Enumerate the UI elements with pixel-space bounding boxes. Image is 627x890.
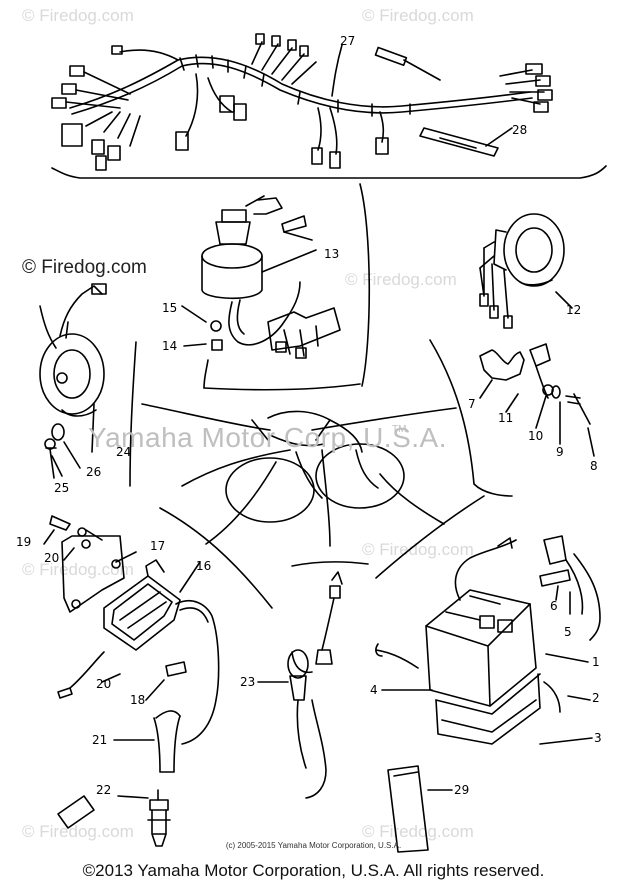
callout-1: 1 [592,655,600,669]
callout-12: 12 [566,303,581,317]
small-copyright: (c) 2005-2015 Yamaha Motor Corporation, … [225,841,402,850]
callout-8: 8 [590,459,598,473]
callout-26: 26 [86,465,101,479]
callout-11: 11 [498,411,513,425]
callout-22: 22 [96,783,111,797]
watermark: © Firedog.com [345,270,457,289]
callout-20b: 20 [96,677,111,691]
callout-9: 9 [556,445,564,459]
watermark: © Firedog.com [362,540,474,559]
callout-24: 24 [116,445,131,459]
callout-5: 5 [564,625,572,639]
callout-25: 25 [54,481,69,495]
watermark: © Firedog.com [22,6,134,25]
callout-18: 18 [130,693,145,707]
watermark: © Firedog.com [362,6,474,25]
callout-29: 29 [454,783,469,797]
watermark: © Firedog.com [22,822,134,841]
callout-23: 23 [240,675,255,689]
watermark-center: Yamaha Motor Corp, U.S.A. [88,422,447,453]
callout-13: 13 [324,247,339,261]
callout-19: 19 [16,535,31,549]
callout-21: 21 [92,733,107,747]
watermark: © Firedog.com [22,560,134,579]
callout-labels: 27 28 13 12 15 14 7 11 10 9 8 24 26 25 1… [16,34,602,797]
callout-27: 27 [340,34,355,48]
callout-28: 28 [512,123,527,137]
trademark-mark: TM [392,424,407,435]
callout-4: 4 [370,683,378,697]
callout-15: 15 [162,301,177,315]
callout-17: 17 [150,539,165,553]
callout-20: 20 [44,551,59,565]
callout-6: 6 [550,599,558,613]
callout-10: 10 [528,429,543,443]
callout-14: 14 [162,339,177,353]
watermark: © Firedog.com [362,822,474,841]
callout-16: 16 [196,559,211,573]
callout-7: 7 [468,397,476,411]
callout-3: 3 [594,731,602,745]
callout-2: 2 [592,691,600,705]
footer-copyright: ©2013 Yamaha Motor Corporation, U.S.A. A… [82,861,545,880]
watermark-primary: © Firedog.com [22,257,147,278]
